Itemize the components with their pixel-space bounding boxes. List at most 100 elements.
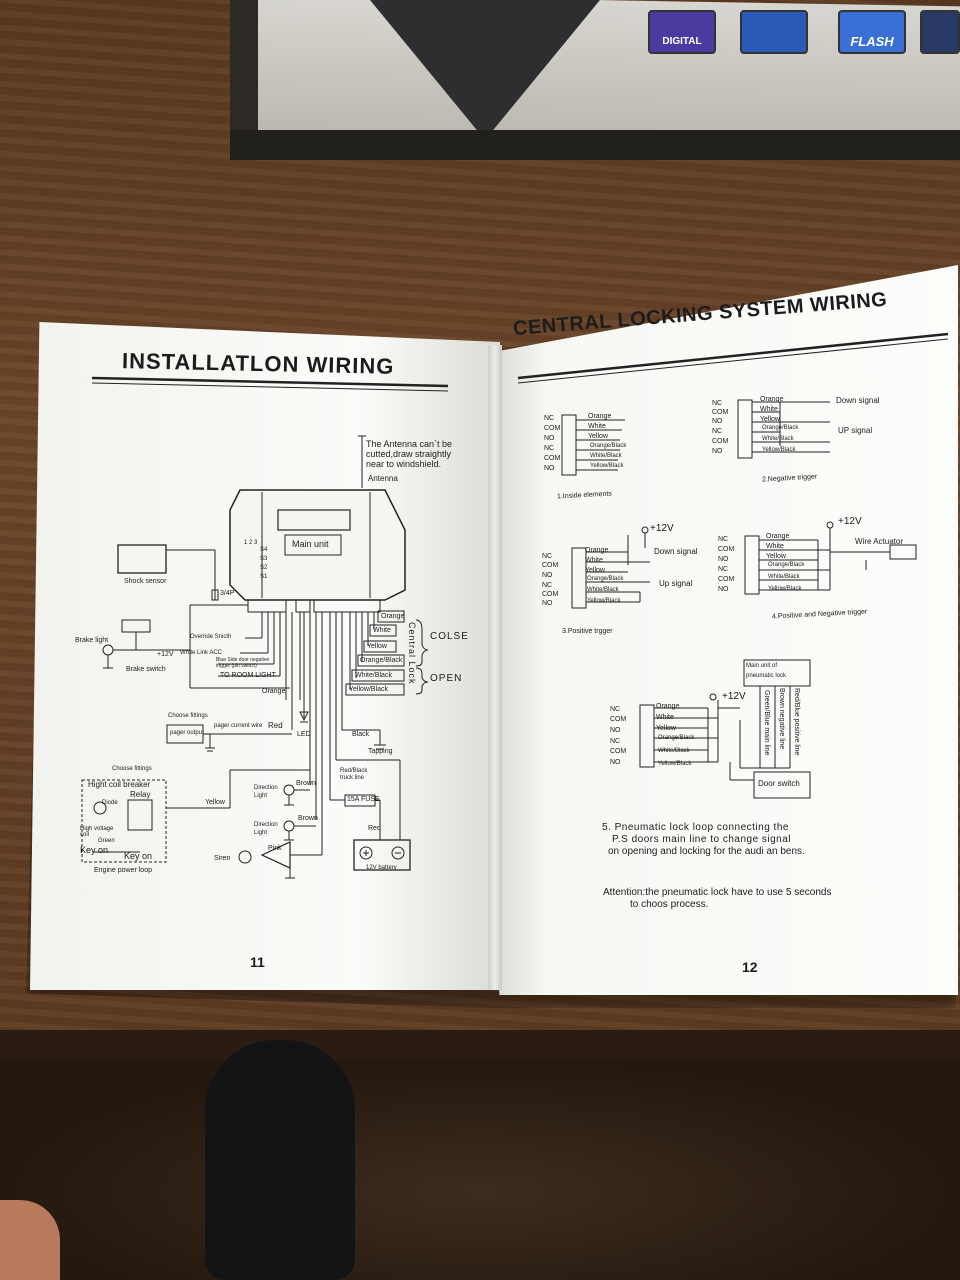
engine-power-label: Engine power loop <box>94 867 152 874</box>
s4-yellow-black: Yellow/Black <box>768 586 802 592</box>
red-blue-positive-line: Red/Blue positive line <box>793 688 800 756</box>
s4-yellow: Yellow <box>766 553 786 560</box>
wire-actuator-label: Wire Actuator <box>855 537 904 546</box>
s4-nc-1: NC <box>718 536 729 543</box>
s3-com-1: COM <box>542 562 559 569</box>
direction-light-1-line-1: Direction <box>254 785 278 791</box>
booklet-page-right <box>490 265 958 995</box>
page-number-left: 11 <box>250 954 265 970</box>
caption-line-3: on opening and locking for the audi an b… <box>608 846 805 857</box>
s1-orange: Orange <box>588 413 612 420</box>
siren-label: Siren <box>214 855 231 862</box>
override-label: Override Snicth <box>190 634 232 640</box>
fuse-label: 15A FUSE <box>347 796 380 803</box>
choose-fittings-1: Choose fittings <box>168 713 208 719</box>
s4-com-2: COM <box>718 576 735 583</box>
box-badge-flash: FLASH <box>838 10 906 54</box>
attention-line-1: Attention:the pneumatic lock have to use… <box>603 887 832 898</box>
s2-white-black: White/Black <box>762 436 794 442</box>
s1-no-1: NO <box>544 435 555 442</box>
pin-s2: S2 <box>260 565 268 571</box>
s2-orange: Orange <box>760 396 784 403</box>
attention-line-2: to choos process. <box>630 899 709 910</box>
plus12v-left: +12V <box>157 651 174 658</box>
pin-s4: S4 <box>260 547 268 553</box>
s1-com-1: COM <box>544 425 561 432</box>
hight-coil-label: Hight coil breaker <box>88 780 151 789</box>
relay-label: Relay <box>130 790 151 799</box>
s5-nc-1: NC <box>610 706 621 713</box>
blue-side-line-1: Blue Side door negative <box>216 657 270 663</box>
s2-com-2: COM <box>712 438 729 445</box>
antenna-note-line-2: cutted,draw straightly <box>366 449 452 459</box>
box-badge-digital: DIGITAL <box>648 10 716 54</box>
battery-label: 12V battery <box>366 865 397 871</box>
s3-white-black: White/Black <box>587 587 619 593</box>
s2-orange-black: Orange/Black <box>762 425 799 431</box>
s3-up-signal: Up signal <box>659 579 693 588</box>
cl-wire-orange-black: Orange/Black <box>360 657 403 664</box>
s3-orange: Orange <box>585 547 609 554</box>
brown-wire-label-2: Brown <box>298 815 318 822</box>
black-wire-label: Black <box>352 731 370 738</box>
antenna-label: Antenna <box>368 474 398 483</box>
colse-label: COLSE <box>430 631 469 642</box>
box-badge-satellite <box>740 10 808 54</box>
pager-output-label: pager output <box>170 730 204 736</box>
tapping-label: Tapping <box>368 748 393 755</box>
s1-orange-black: Orange/Black <box>590 443 627 449</box>
s5-yellow-black: Yellow/Black <box>658 761 692 767</box>
s1-nc-1: NC <box>544 415 555 422</box>
s4-white-black: White/Black <box>768 574 800 580</box>
s3-down-signal: Down signal <box>654 547 698 556</box>
pin-s3: S3 <box>260 556 268 562</box>
s1-yellow: Yellow <box>588 433 608 440</box>
s5-no-1: NO <box>610 727 621 734</box>
s1-white-black: White/Black <box>590 453 622 459</box>
shock-sensor-label: Shock sensor <box>124 578 167 585</box>
main-unit-label: Main unit <box>292 539 329 549</box>
pink-wire-label: Pink <box>268 845 282 852</box>
s2-up-signal: UP signal <box>838 426 873 435</box>
s2-no-2: NO <box>712 448 723 455</box>
pneumatic-main-line-1: Main unit of <box>746 663 778 669</box>
direction-light-1-line-2: Light <box>254 793 268 799</box>
antenna-note-line-3: near to windshield. <box>366 459 442 469</box>
s3-no-2: NO <box>542 600 553 607</box>
antenna-note-line-1: The Antenna can`t be <box>366 439 453 449</box>
s5-white: White <box>656 714 674 721</box>
s2-yellow-black: Yellow/Black <box>762 447 796 453</box>
red-wire-label-2: Red <box>368 825 381 832</box>
s1-nc-2: NC <box>544 445 555 452</box>
s5-no-2: NO <box>610 759 621 766</box>
box-side <box>230 0 258 140</box>
central-lock-label: Central Lock <box>407 622 417 685</box>
green-wire-label: Green <box>98 838 115 844</box>
s1-com-2: COM <box>544 455 561 462</box>
to-room-light-label: TO ROOM LIGHT <box>220 672 276 679</box>
s3-white: White <box>585 557 603 564</box>
red-black-line-2: truck line <box>340 775 365 781</box>
direction-light-2-line-2: Light <box>254 830 268 836</box>
caption-line-2: P.S doors main line to change signal <box>612 834 792 845</box>
diode-label: Diode <box>102 800 118 806</box>
s2-no-1: NO <box>712 418 723 425</box>
pager-wire-label: pager current wire <box>214 723 263 729</box>
floor-rug <box>0 1060 960 1280</box>
high-voltage-line-1: High voltage <box>80 826 114 832</box>
connector-label: 3/4P <box>220 590 235 597</box>
s5-orange: Orange <box>656 703 680 710</box>
direction-light-2-line-1: Direction <box>254 822 278 828</box>
box-triangle-graphic <box>370 0 600 140</box>
page-number-right: 12 <box>742 959 758 975</box>
s3-no-1: NO <box>542 572 553 579</box>
brown-negative-line: Brown negative line <box>778 688 785 750</box>
brake-switch-label: Brake switch <box>126 666 166 673</box>
s3-nc-1: NC <box>542 553 553 560</box>
brake-light-label: Brake light <box>75 637 109 644</box>
s2-white: White <box>760 406 778 413</box>
s3-plus12v: +12V <box>650 523 674 534</box>
black-sock-foot <box>205 1040 355 1280</box>
s2-down-signal: Down signal <box>836 396 880 405</box>
cl-wire-white: White <box>373 627 391 634</box>
